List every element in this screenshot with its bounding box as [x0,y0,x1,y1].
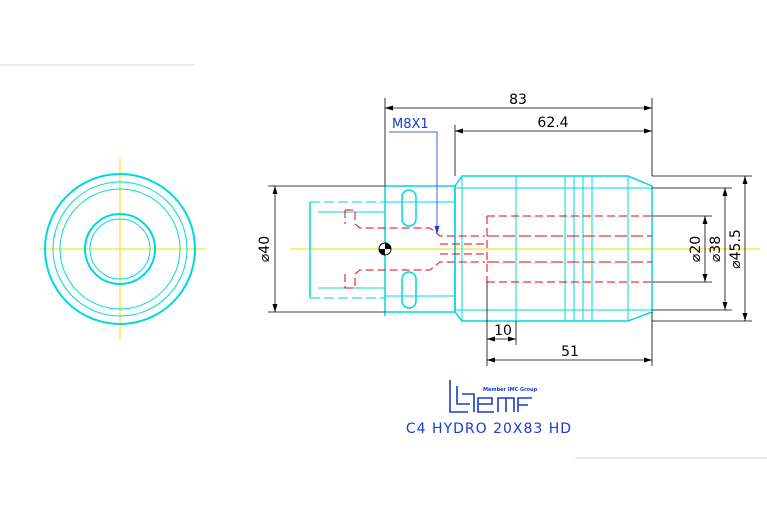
side-view-outline [309,175,653,322]
side-view [290,175,760,322]
dim-body-length: 62.4 [537,115,568,131]
logo-tagline: Member IMC Group [483,387,538,393]
dim-outer-diameter: ⌀45.5 [728,229,744,269]
dim-bore-diameter: ⌀20 [688,236,704,262]
company-logo: Member IMC Group [449,380,538,413]
dim-inner-diameter: ⌀38 [708,236,724,262]
dimension-arrows [272,105,748,363]
dim-bore-depth: 51 [561,344,579,360]
dim-overall-length: 83 [509,92,527,108]
end-view [40,158,205,340]
side-view-hidden-lines [344,209,652,289]
thread-marker [378,242,392,256]
part-title: C4 HYDRO 20X83 HD [406,421,572,437]
end-view-outline [44,173,196,325]
logo-wordmark [449,380,532,413]
dim-shank-diameter: ⌀40 [257,236,273,262]
sheet-border [0,64,767,459]
dimensions [268,98,752,366]
dim-step-length: 10 [494,323,512,339]
end-view-centerlines [40,158,205,340]
thread-callout: M8X1 [392,117,429,132]
